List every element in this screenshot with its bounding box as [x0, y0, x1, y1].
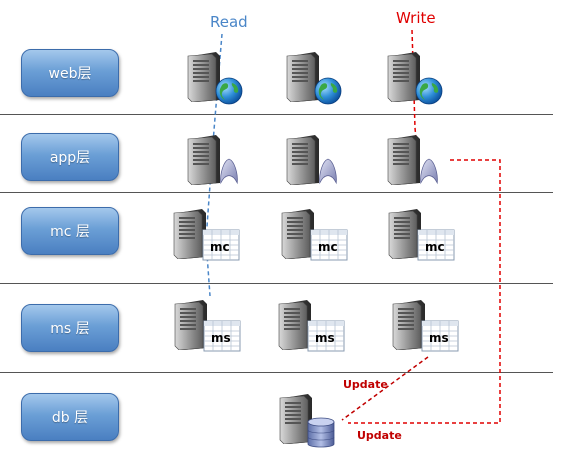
mc-badge-2: mc — [318, 240, 338, 254]
write-label: Write — [396, 9, 436, 27]
ms-badge-2: ms — [315, 331, 335, 345]
layer-separator — [0, 372, 553, 373]
read-label: Read — [210, 13, 248, 31]
mc-badge-3: mc — [425, 240, 445, 254]
mc-server-1-icon: mc — [173, 208, 240, 261]
ms-server-1-icon: ms — [174, 299, 241, 352]
mc-badge-1: mc — [210, 240, 230, 254]
read-path — [205, 33, 223, 297]
app-server-2-icon — [286, 134, 337, 185]
mc-server-2-icon: mc — [281, 208, 348, 261]
update-ms-path — [341, 356, 429, 421]
ms-badge-1: ms — [211, 331, 231, 345]
db-server-icon — [279, 393, 335, 448]
ms-server-3-icon: ms — [392, 299, 459, 352]
web-server-3-icon — [387, 51, 443, 105]
layer-separator — [0, 192, 553, 193]
layer-separator — [0, 114, 553, 115]
layer-label-app: app层 — [21, 133, 119, 181]
update-label-upper: Update — [343, 378, 388, 391]
ms-badge-3: ms — [429, 331, 449, 345]
layer-label-web: web层 — [21, 49, 119, 97]
web-server-2-icon — [286, 51, 342, 105]
layer-separator — [0, 283, 553, 284]
update-label-lower: Update — [357, 429, 402, 442]
web-server-1-icon — [187, 51, 243, 105]
layer-label-db: db 层 — [21, 393, 119, 441]
app-server-1-icon — [187, 134, 238, 185]
layer-label-mc: mc 层 — [21, 207, 119, 255]
app-server-3-icon — [387, 134, 438, 185]
write-to-db-path — [348, 159, 501, 424]
ms-server-2-icon: ms — [278, 299, 345, 352]
mc-server-3-icon: mc — [388, 208, 455, 261]
layer-label-ms: ms 层 — [21, 304, 119, 352]
